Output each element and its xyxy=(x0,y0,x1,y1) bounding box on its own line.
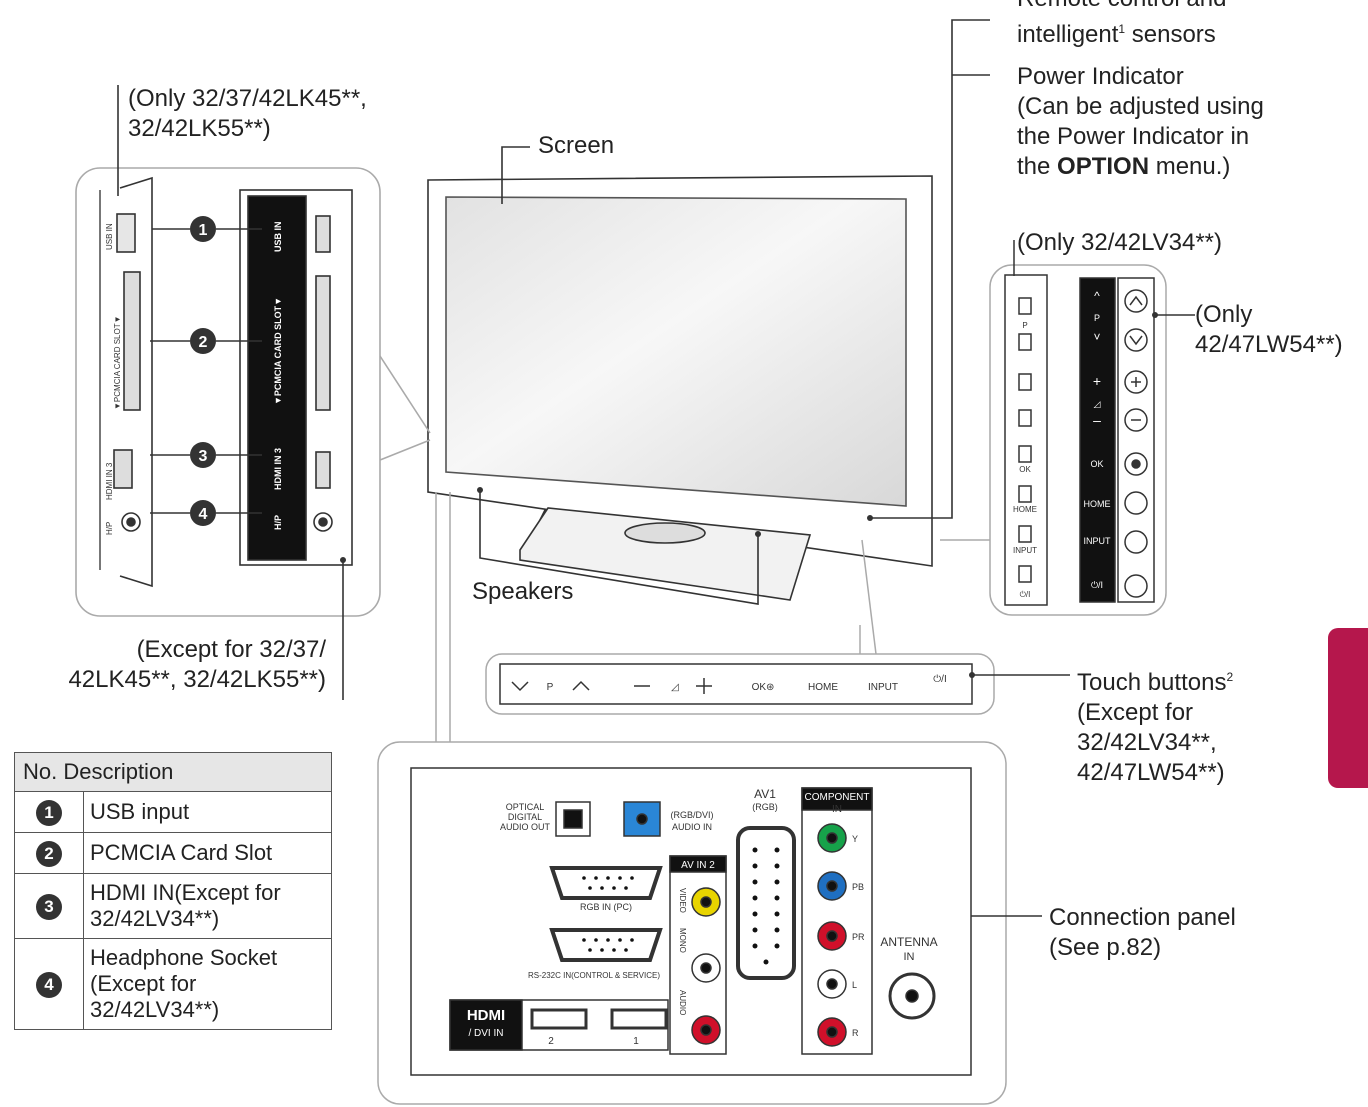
description-table: No. Description 1 USB input 2 PCMCIA Car… xyxy=(14,752,332,1030)
table-row: 2 PCMCIA Card Slot xyxy=(14,832,332,874)
svg-text:Y: Y xyxy=(852,834,858,844)
row-number: 3 xyxy=(36,894,62,920)
svg-text:AUDIO OUT: AUDIO OUT xyxy=(500,822,551,832)
screen-label: Screen xyxy=(538,132,615,159)
svg-text:H/P: H/P xyxy=(273,515,283,530)
table-row: 1 USB input xyxy=(14,791,332,833)
connection-panel xyxy=(377,492,1042,1105)
svg-text:OK⊛: OK⊛ xyxy=(752,682,775,693)
svg-text:INPUT: INPUT xyxy=(1013,546,1037,555)
svg-text:AV1: AV1 xyxy=(754,787,776,801)
svg-text:HOME: HOME xyxy=(1013,505,1037,514)
svg-text:R: R xyxy=(852,1028,859,1038)
svg-text:IN: IN xyxy=(832,804,842,815)
svg-text:^: ^ xyxy=(1094,289,1100,303)
svg-text:(RGB): (RGB) xyxy=(752,802,778,812)
svg-text:HDMI IN 3: HDMI IN 3 xyxy=(105,462,114,500)
svg-text:P: P xyxy=(547,682,554,693)
svg-text:AUDIO IN: AUDIO IN xyxy=(672,822,712,832)
svg-text:HOME: HOME xyxy=(808,682,838,693)
callout-3: 3 xyxy=(199,448,208,465)
side-io-panel xyxy=(75,167,431,617)
tv-body xyxy=(427,175,933,601)
svg-text:IN: IN xyxy=(904,951,915,963)
svg-text:⏻/I: ⏻/I xyxy=(933,674,946,685)
speakers-label: Speakers xyxy=(472,578,574,605)
side-button-panel xyxy=(940,264,1167,616)
svg-text:OK: OK xyxy=(1090,459,1103,469)
svg-text:MONO: MONO xyxy=(678,928,687,953)
sensor-leader xyxy=(870,19,990,519)
svg-text:INPUT: INPUT xyxy=(1084,536,1112,546)
svg-text:(RGB/DVI): (RGB/DVI) xyxy=(670,810,713,820)
touch-bar xyxy=(485,539,1070,715)
svg-text:P: P xyxy=(1022,321,1027,330)
svg-text:HDMI: HDMI xyxy=(467,1007,505,1024)
svg-text:USB IN: USB IN xyxy=(105,223,114,250)
svg-text:▼PCMCIA CARD SLOT▼: ▼PCMCIA CARD SLOT▼ xyxy=(113,315,122,410)
power-indicator-label: Power Indicator (Can be adjusted using t… xyxy=(1017,63,1264,180)
svg-text:PR: PR xyxy=(852,932,865,942)
svg-text:⏻/I: ⏻/I xyxy=(1091,580,1103,590)
svg-text:+: + xyxy=(1093,373,1101,389)
svg-text:˅: ˅ xyxy=(1093,330,1100,344)
svg-text:⏻/I: ⏻/I xyxy=(1020,590,1031,599)
svg-text:RGB IN (PC): RGB IN (PC) xyxy=(580,902,632,912)
svg-text:OK: OK xyxy=(1019,465,1031,474)
svg-text:P: P xyxy=(1094,313,1100,323)
svg-text:USB IN: USB IN xyxy=(273,221,283,252)
connection-panel-label: Connection panel (See p.82) xyxy=(1049,904,1236,961)
callout-1: 1 xyxy=(199,222,208,239)
table-header: No. Description xyxy=(14,752,332,792)
only-lk-label: (Only 32/37/42LK45**, 32/42LK55**) xyxy=(128,85,367,142)
svg-text:H/P: H/P xyxy=(105,522,114,535)
svg-text:VIDEO: VIDEO xyxy=(678,888,687,913)
callout-2: 2 xyxy=(199,334,208,351)
touch-buttons-label: Touch buttons2 (Except for 32/42LV34**, … xyxy=(1077,669,1234,786)
svg-text:ANTENNA: ANTENNA xyxy=(880,935,937,949)
svg-text:L: L xyxy=(852,980,857,990)
svg-text:AUDIO: AUDIO xyxy=(678,990,687,1015)
svg-text:INPUT: INPUT xyxy=(868,682,898,693)
svg-text:PB: PB xyxy=(852,882,864,892)
except-lk-label: (Except for 32/37/ 42LK45**, 32/42LK55**… xyxy=(68,636,326,693)
callout-dots xyxy=(190,216,216,526)
speakers-leader xyxy=(479,490,759,605)
only-lw54-label: (Only 42/47LW54**) xyxy=(1195,301,1343,358)
svg-text:AV IN 2: AV IN 2 xyxy=(681,860,715,871)
svg-text:◿: ◿ xyxy=(671,682,679,693)
row-number: 4 xyxy=(36,972,62,998)
side-tab xyxy=(1328,628,1368,788)
sensors-label: Remote control and intelligent1 sensors xyxy=(1017,0,1226,48)
svg-text:◿: ◿ xyxy=(1094,399,1101,409)
screen-leader xyxy=(501,146,530,204)
svg-text:COMPONENT: COMPONENT xyxy=(805,792,870,803)
only-lv34-label: (Only 32/42LV34**) xyxy=(1017,229,1223,256)
svg-text:OPTICAL: OPTICAL xyxy=(506,802,545,812)
svg-text:RS-232C IN(CONTROL & SERVICE): RS-232C IN(CONTROL & SERVICE) xyxy=(528,971,660,980)
svg-text:▼PCMCIA CARD SLOT▼: ▼PCMCIA CARD SLOT▼ xyxy=(273,297,283,405)
svg-text:1: 1 xyxy=(633,1036,639,1047)
row-number: 2 xyxy=(36,841,62,867)
svg-text:DIGITAL: DIGITAL xyxy=(508,812,542,822)
svg-text:2: 2 xyxy=(548,1036,554,1047)
row-number: 1 xyxy=(36,800,62,826)
svg-text:–: – xyxy=(1093,412,1101,428)
svg-text:HOME: HOME xyxy=(1084,499,1111,509)
svg-text:HDMI IN 3: HDMI IN 3 xyxy=(273,448,283,490)
callout-4: 4 xyxy=(199,506,208,523)
svg-text:/ DVI IN: / DVI IN xyxy=(468,1028,503,1039)
